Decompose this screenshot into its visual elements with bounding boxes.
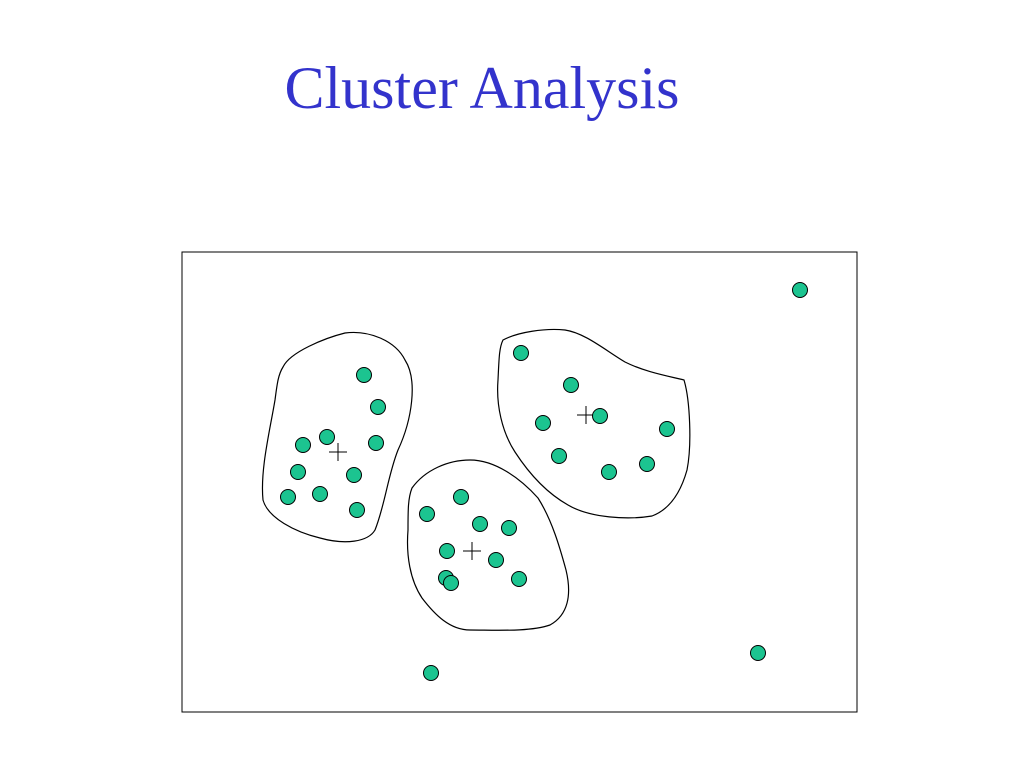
data-point-bottom [472, 516, 488, 532]
data-point-bottom [488, 552, 504, 568]
data-point-left [280, 489, 296, 505]
data-point-bottom [439, 543, 455, 559]
centroid-left [329, 443, 347, 461]
outlier-point [792, 282, 808, 298]
centroid-right [577, 406, 595, 424]
data-point-right [639, 456, 655, 472]
data-point-left [356, 367, 372, 383]
data-point-bottom [511, 571, 527, 587]
data-point-right [563, 377, 579, 393]
data-point-bottom [453, 489, 469, 505]
cluster-boundary-left [261, 331, 413, 543]
data-point-right [551, 448, 567, 464]
data-point-right [659, 421, 675, 437]
cluster-boundary-bottom [406, 459, 570, 631]
slide-title: Cluster Analysis [284, 55, 680, 121]
data-point-left [319, 429, 335, 445]
data-point-right [601, 464, 617, 480]
data-point-bottom [501, 520, 517, 536]
centroid-layer [329, 406, 595, 560]
data-point-bottom [443, 575, 459, 591]
data-point-left [346, 467, 362, 483]
data-point-right [592, 408, 608, 424]
outlier-point [423, 665, 439, 681]
cluster-boundary-right [497, 328, 691, 519]
diagram-frame [181, 251, 858, 713]
data-point-left [370, 399, 386, 415]
data-point-left [312, 486, 328, 502]
point-layer [280, 282, 808, 681]
centroid-bottom [463, 542, 481, 560]
data-point-bottom [419, 506, 435, 522]
data-point-left [349, 502, 365, 518]
data-point-right [535, 415, 551, 431]
data-point-right [513, 345, 529, 361]
data-point-left [368, 435, 384, 451]
outlier-point [750, 645, 766, 661]
data-point-left [290, 464, 306, 480]
data-point-left [295, 437, 311, 453]
